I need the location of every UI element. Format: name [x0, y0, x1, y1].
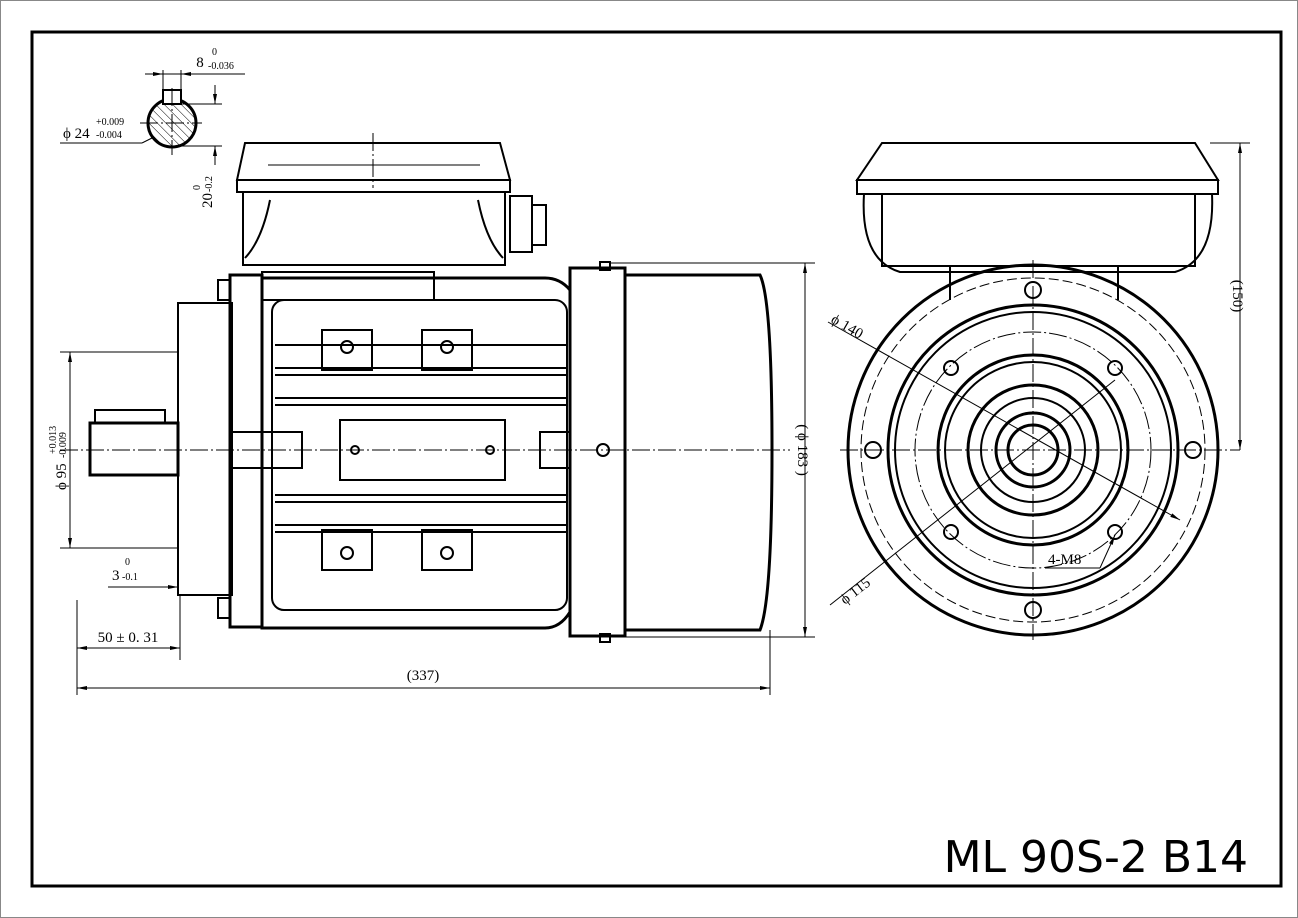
shaft-diameter-base: ϕ 24 [63, 126, 90, 142]
pcd-outer-dimension: ϕ 140 [828, 312, 866, 343]
key-height-upper: 0 [192, 185, 203, 190]
key-width-lower: -0.036 [208, 61, 234, 72]
shaft-diameter-upper: +0.009 [96, 117, 124, 128]
shaft-section-detail: 8 0 -0.036 ϕ 24 +0.009 -0.004 20 0 -0.2 [60, 47, 245, 208]
overall-diameter-dimension: ( ϕ 183 ) [794, 424, 810, 476]
pcd-inner-dimension: ϕ 115 [838, 575, 874, 608]
end-view: ϕ 140 ϕ 115 4-M8 (150) [827, 142, 1250, 640]
shaft-diameter-lower: -0.004 [96, 130, 122, 141]
height-dimension: (150) [1229, 280, 1245, 313]
drawing-frame [30, 30, 1283, 888]
spigot-depth-base: 3 [112, 568, 120, 584]
shaft-length-dimension: 50 ± 0. 31 [98, 630, 159, 646]
spigot-depth-lower: -0.1 [122, 572, 138, 583]
key-width-base: 8 [196, 55, 204, 71]
side-view: ϕ 95 +0.013 -0.009 3 0 -0.1 50 ± 0. 31 (… [48, 133, 815, 695]
spigot-diameter-lower: -0.009 [58, 432, 69, 458]
key-width-upper: 0 [212, 47, 217, 58]
spigot-depth-upper: 0 [125, 557, 130, 568]
key-height-lower: -0.2 [204, 176, 215, 192]
spigot-diameter-upper: +0.013 [48, 426, 59, 454]
model-title: ML 90S-2 B14 [944, 832, 1248, 883]
overall-length-dimension: (337) [407, 668, 440, 684]
spigot-diameter-base: ϕ 95 [54, 463, 70, 490]
key-height-base: 20 [200, 193, 216, 208]
holes-label: 4-M8 [1048, 552, 1081, 568]
